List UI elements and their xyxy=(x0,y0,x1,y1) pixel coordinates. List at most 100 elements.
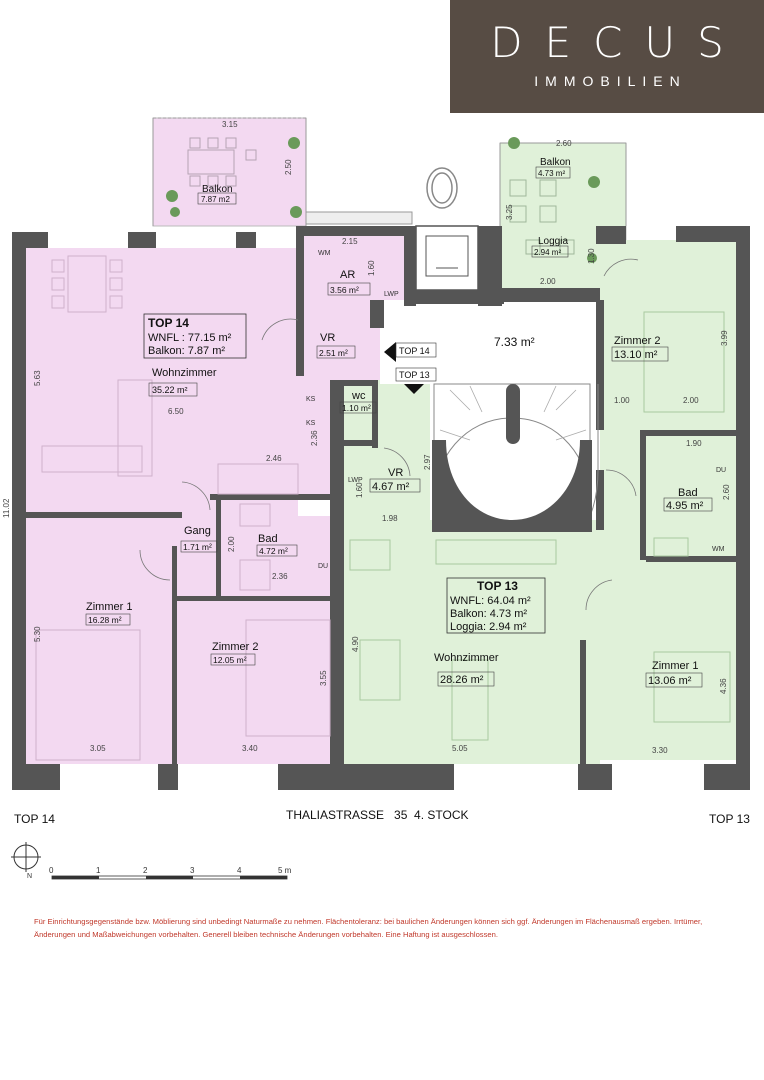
stair-tag-top13: TOP 13 xyxy=(399,370,430,380)
scale-tick: 5 m xyxy=(278,866,292,875)
scale-tick: 4 xyxy=(237,866,242,875)
stair-tag-top14: TOP 14 xyxy=(399,346,430,356)
top14-zimmer2-name: Zimmer 2 xyxy=(212,641,258,653)
plant-icon xyxy=(166,190,178,202)
dim-label: 2.46 xyxy=(266,454,282,463)
top14-balkon-name: Balkon xyxy=(202,184,233,195)
top13-wohnzimmer-name: Wohnzimmer xyxy=(434,652,499,664)
top14-balkon-area: 7.87 m2 xyxy=(201,195,230,204)
top13-vr-name: VR xyxy=(388,467,403,479)
dim-label: 3.05 xyxy=(90,744,106,753)
dim-label: 1.98 xyxy=(382,514,398,523)
north-arrow-icon: N xyxy=(11,842,41,880)
scale-tick: 3 xyxy=(190,866,195,875)
dim-label: 1.00 xyxy=(614,396,630,405)
top13-wohnzimmer-area: 28.26 m² xyxy=(440,674,484,686)
scale-tick: 1 xyxy=(96,866,101,875)
top14-infobox xyxy=(143,313,247,359)
scale-tick: 0 xyxy=(49,866,54,875)
dim-label: 1.60 xyxy=(367,260,376,276)
top14-wc-name: wc xyxy=(351,390,366,402)
top14-bad-area: 4.72 m² xyxy=(259,546,288,556)
dim-label: 3.99 xyxy=(720,330,729,346)
top14-ar-area: 3.56 m² xyxy=(330,285,359,295)
dim-label: 2.00 xyxy=(540,277,556,286)
plant-icon xyxy=(508,137,520,149)
top13-wnfl: WNFL: 64.04 m² xyxy=(450,595,531,607)
top14-zimmer1-name: Zimmer 1 xyxy=(86,601,132,613)
fixture-du-top13: DU xyxy=(716,467,726,474)
decus-logo: DECUS IMMOBILIEN xyxy=(450,0,764,113)
top13-balkon-total: Balkon: 4.73 m² xyxy=(450,608,527,620)
stair-hall-area: 7.33 m² xyxy=(494,335,535,349)
top13-balkon-name: Balkon xyxy=(540,157,571,168)
dim-label: 4.90 xyxy=(351,636,360,652)
fixture-wm-top14: WM xyxy=(318,250,331,257)
top13-title: TOP 13 xyxy=(477,579,518,593)
top14-wc-area: 1.10 m² xyxy=(342,403,371,413)
dim-label: 3.30 xyxy=(652,746,668,755)
dim-label: 2.97 xyxy=(423,454,432,470)
dim-label: 1.90 xyxy=(686,439,702,448)
top14-zimmer-fill xyxy=(26,516,332,764)
top13-loggia-total: Loggia: 2.94 m² xyxy=(450,621,527,633)
top13-bad-area: 4.95 m² xyxy=(666,500,704,512)
balcony13-furniture xyxy=(509,179,575,255)
plant-icon xyxy=(587,253,597,263)
scale-tick: 2 xyxy=(143,866,148,875)
pointer-top13-icon xyxy=(404,384,424,394)
top14-ar-name: AR xyxy=(340,269,355,281)
dim-label: 3.40 xyxy=(242,744,258,753)
top13-infobox xyxy=(446,577,546,634)
pointer-top14-icon xyxy=(384,342,396,362)
balcony-furniture xyxy=(187,137,257,187)
dim-label: 4.36 xyxy=(719,678,728,694)
dim-label: 2.00 xyxy=(227,536,236,552)
dim-label: 2.60 xyxy=(556,139,572,148)
plant-icon xyxy=(288,137,300,149)
footer-top13: TOP 13 xyxy=(709,812,750,826)
plant-icon xyxy=(170,207,180,217)
top13-right-fill xyxy=(598,240,738,760)
fixture-wm-top13: WM xyxy=(712,546,725,553)
scale-bar: 0 1 2 3 4 5 m xyxy=(49,866,292,880)
top14-wohnzimmer-fill xyxy=(26,248,298,516)
door-swings xyxy=(139,258,639,611)
top14-balkon-total: Balkon: 7.87 m² xyxy=(148,345,225,357)
footer-top14: TOP 14 xyxy=(14,812,55,826)
dim-label: 11.02 xyxy=(2,498,11,518)
staircase xyxy=(432,383,599,532)
dim-label: 2.15 xyxy=(342,237,358,246)
fixture-ks-2: KS xyxy=(306,420,316,427)
fixture-ks-1: KS xyxy=(306,396,316,403)
top14-bad-name: Bad xyxy=(258,533,278,545)
dim-label: 3.15 xyxy=(222,120,238,129)
top13-zimmer1-area: 13.06 m² xyxy=(648,675,692,687)
disclaimer: Für Einrichtungsgegenstände bzw. Möblier… xyxy=(34,917,703,939)
top13-loggia-name: Loggia xyxy=(538,236,568,247)
labels: TOP 14 WNFL : 77.15 m² Balkon: 7.87 m² W… xyxy=(2,120,731,755)
dim-label: 1.60 xyxy=(355,482,364,498)
top14-title: TOP 14 xyxy=(148,316,189,330)
north-label: N xyxy=(27,873,32,880)
walls xyxy=(12,226,750,790)
top14-zimmer2-area: 12.05 m² xyxy=(213,655,247,665)
top14-gang-area: 1.71 m² xyxy=(183,542,212,552)
plant-icon xyxy=(290,206,302,218)
top13-balkon-area: 4.73 m² xyxy=(538,169,565,178)
top13-wohn-fill xyxy=(430,520,600,764)
top13-zimmer1-name: Zimmer 1 xyxy=(652,660,698,672)
dim-label: 3.55 xyxy=(319,670,328,686)
plant-icon xyxy=(588,176,600,188)
elevator xyxy=(415,167,479,291)
top13-zimmer2-area: 13.10 m² xyxy=(614,349,658,361)
dim-label: 3.25 xyxy=(505,204,514,220)
dim-label: 2.60 xyxy=(722,484,731,500)
logo-subtitle: IMMOBILIEN xyxy=(534,73,687,89)
top13-vr-area: 4.67 m² xyxy=(372,481,410,493)
dim-label: 5.05 xyxy=(452,744,468,753)
dim-label: 5.30 xyxy=(33,626,42,642)
logo-brand: DECUS xyxy=(490,18,746,67)
top14-vr-fill xyxy=(298,300,378,370)
top14-wohnzimmer-area: 35.22 m² xyxy=(152,385,188,395)
